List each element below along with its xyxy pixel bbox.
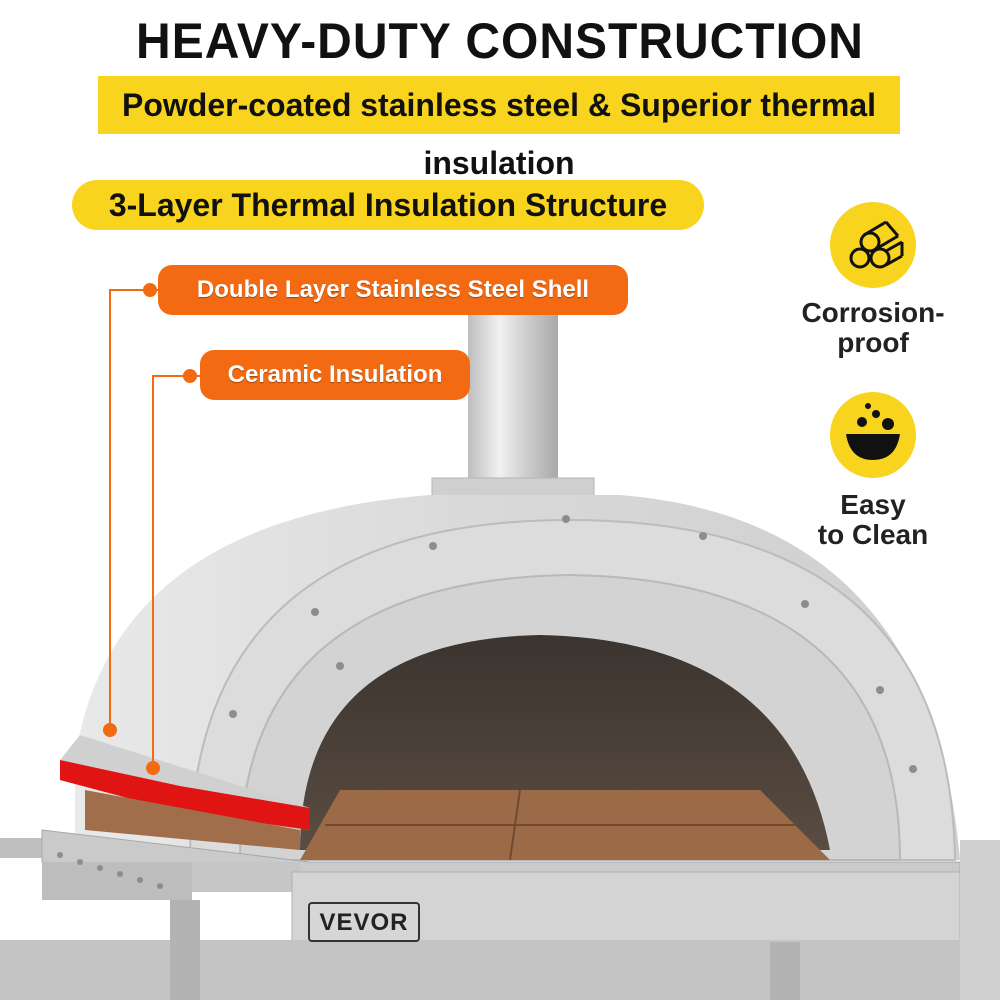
- feature-label-easy-clean: Easy to Clean: [817, 489, 929, 550]
- headline: HEAVY-DUTY CONSTRUCTION: [136, 13, 864, 70]
- feature-label-corrosion: Corrosion- proof: [801, 297, 945, 358]
- structure-title-pill: [72, 180, 704, 230]
- bubbles-bowl-icon: [830, 392, 916, 478]
- chimney: [468, 300, 558, 490]
- rivets: [57, 515, 917, 889]
- structure-title: 3-Layer Thermal Insulation Structure: [108, 187, 668, 223]
- brand-logo: VEVOR: [308, 902, 420, 942]
- leg-right: [770, 942, 800, 1000]
- inner-layer-callout: Ceramic Insulation: [200, 350, 470, 400]
- ceramic-layer-cutaway: [85, 790, 300, 850]
- left-ledge: [42, 862, 192, 900]
- leg-left: [170, 900, 200, 1000]
- logs-icon: [830, 202, 916, 288]
- subheadline-banner: [98, 76, 900, 134]
- cart-base: [0, 940, 1000, 1000]
- right-side-shelf: [960, 840, 1000, 1000]
- insulation-layer-cutaway: [60, 760, 310, 830]
- outer-layer-callout: Double Layer Stainless Steel Shell: [158, 265, 628, 315]
- subheadline: Powder-coated stainless steel & Superior…: [121, 87, 876, 181]
